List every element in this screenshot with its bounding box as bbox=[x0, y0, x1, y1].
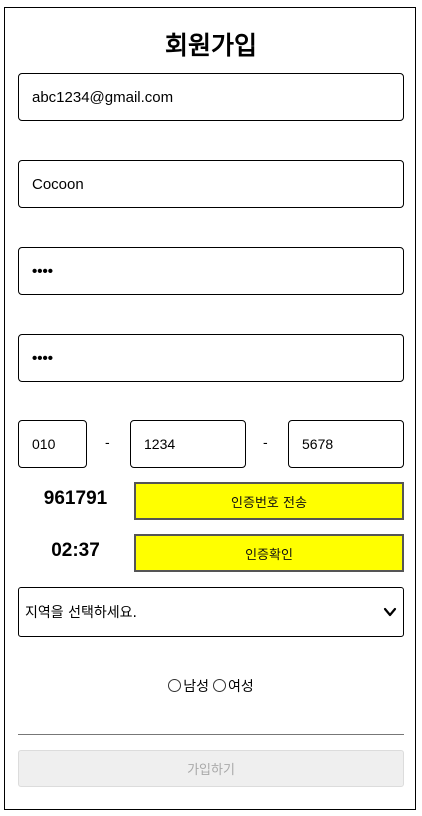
email-field[interactable]: abc1234@gmail.com bbox=[18, 73, 404, 121]
phone-part3-value: 5678 bbox=[302, 436, 334, 452]
phone-part1-field[interactable]: 010 bbox=[18, 420, 87, 468]
password-confirm-value: •••• bbox=[32, 349, 54, 367]
phone-part2-field[interactable]: 1234 bbox=[130, 420, 246, 468]
signup-form-container bbox=[4, 7, 416, 810]
phone-separator-1: - bbox=[105, 434, 110, 450]
phone-part1-value: 010 bbox=[32, 436, 56, 452]
phone-part3-field[interactable]: 5678 bbox=[288, 420, 404, 468]
email-value: abc1234@gmail.com bbox=[32, 88, 174, 106]
verification-code: 961791 bbox=[43, 488, 108, 509]
radio-icon[interactable] bbox=[213, 679, 226, 692]
radio-icon[interactable] bbox=[168, 679, 182, 692]
name-field[interactable]: Cocoon bbox=[18, 160, 404, 208]
region-select[interactable]: 지역을 선택하세요. bbox=[18, 587, 404, 637]
name-value: Cocoon bbox=[32, 175, 84, 193]
divider bbox=[18, 734, 404, 735]
page-title: 회원가입 bbox=[164, 31, 257, 60]
verification-timer: 02:37 bbox=[51, 540, 100, 561]
signup-submit-button[interactable]: 가입하기 bbox=[18, 750, 404, 787]
password-value: •••• bbox=[32, 262, 54, 280]
send-code-button[interactable]: 인증번호 전송 bbox=[134, 482, 404, 520]
region-selected-value: 지역을 선택하세요. bbox=[25, 605, 137, 621]
phone-part2-value: 1234 bbox=[144, 436, 176, 452]
chevron-down-icon bbox=[383, 607, 397, 617]
confirm-code-button[interactable]: 인증확인 bbox=[134, 534, 404, 572]
gender-radio-group: 남성 여성 bbox=[0, 676, 422, 696]
password-field[interactable]: •••• bbox=[18, 247, 404, 295]
phone-separator-2: - bbox=[263, 434, 268, 450]
password-confirm-field[interactable]: •••• bbox=[18, 334, 404, 382]
gender-option-female[interactable]: 여성 bbox=[228, 679, 254, 695]
gender-option-male[interactable]: 남성 bbox=[183, 679, 209, 695]
